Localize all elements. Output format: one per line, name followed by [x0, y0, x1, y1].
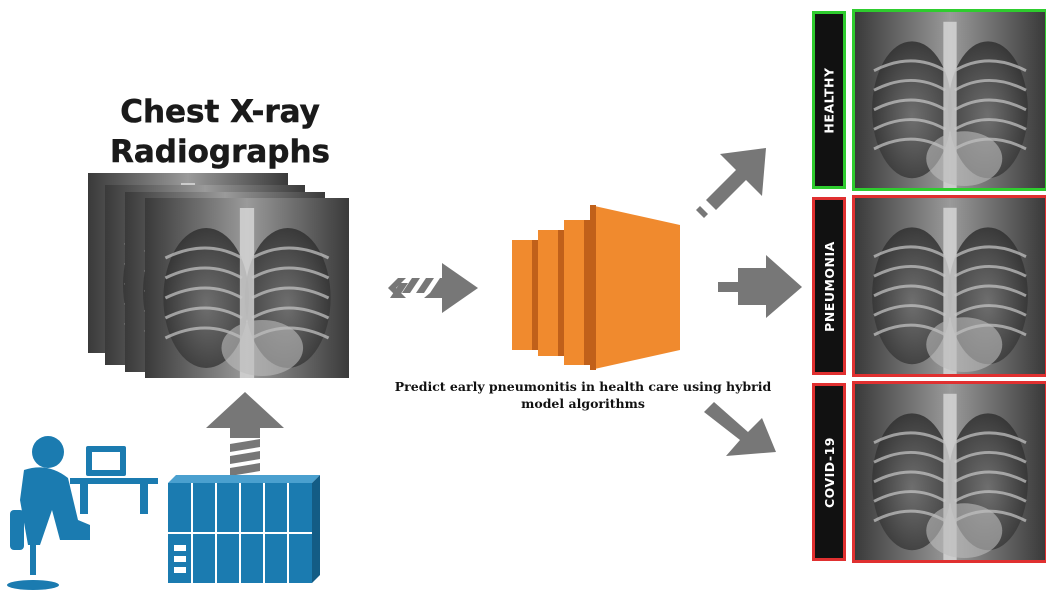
arrow-icon	[696, 148, 766, 218]
model-icon	[512, 205, 680, 370]
label-covid19-text: COVID-19	[821, 436, 837, 508]
server-storage-icon	[168, 475, 320, 583]
xray-healthy	[852, 9, 1046, 191]
label-healthy-text: HEALTHY	[821, 66, 837, 134]
diagram-title: Chest X-ray Radiographs	[95, 92, 345, 172]
caption-line-2: model algorithms	[521, 396, 645, 411]
operator-icon	[7, 436, 158, 590]
label-healthy: HEALTHY	[812, 11, 846, 189]
arrow-icon	[704, 402, 776, 456]
label-pneumonia: PNEUMONIA	[812, 197, 846, 375]
title-line-2: Radiographs	[109, 134, 331, 171]
label-pneumonia-text: PNEUMONIA	[821, 240, 837, 332]
model-caption: Predict early pneumonitis in health care…	[368, 378, 798, 412]
arrow-icon	[388, 263, 478, 313]
xray-stack	[86, 171, 351, 380]
xray-pneumonia	[852, 195, 1046, 377]
arrow-icon	[718, 255, 802, 318]
title-line-1: Chest X-ray	[120, 94, 320, 131]
label-covid19: COVID-19	[812, 383, 846, 561]
chest-xray-image	[855, 384, 1045, 560]
caption-line-1: Predict early pneumonitis in health care…	[394, 379, 772, 394]
chest-xray-image	[855, 12, 1045, 188]
arrow-icon	[206, 392, 284, 476]
xray-covid19	[852, 381, 1046, 563]
chest-xray-image	[855, 198, 1045, 374]
xray-layer-front	[143, 196, 351, 380]
